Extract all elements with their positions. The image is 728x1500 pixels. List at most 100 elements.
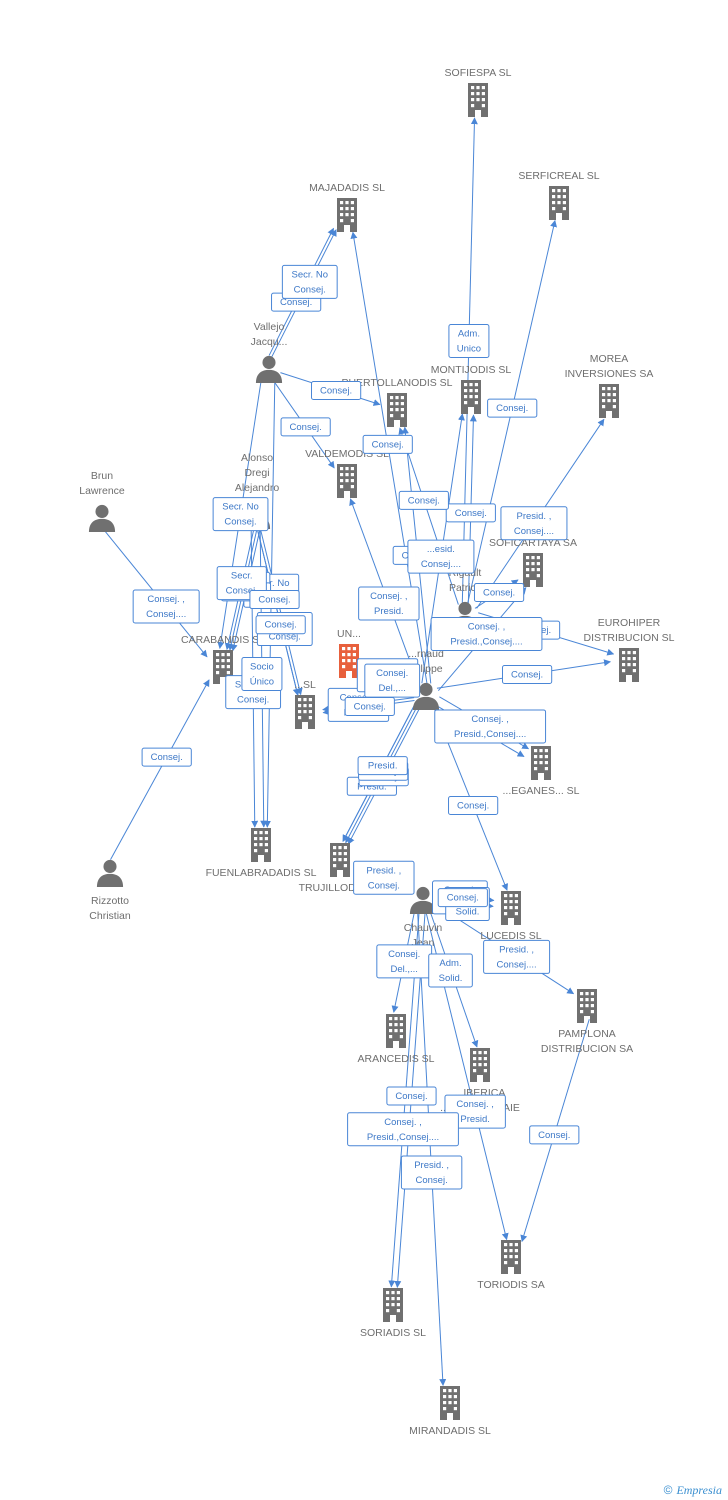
node-toriodis[interactable]: TORIODIS SA (477, 1240, 545, 1291)
edge-label[interactable]: Consej.Del.,... (364, 663, 421, 698)
edge-label[interactable]: Presid. ,Consej. (400, 1155, 463, 1190)
node-eurohiper[interactable]: EUROHIPER DISTRIBUCION SL (583, 617, 675, 682)
edge-rigault-puertollanodis (398, 427, 459, 605)
edge-label[interactable]: Consej. (386, 1086, 437, 1106)
building-icon (461, 380, 481, 414)
brand-logo[interactable]: Empresia (676, 1483, 722, 1497)
building-icon (330, 843, 350, 877)
edge-label-box (353, 860, 415, 895)
edge-label[interactable]: Consej.Del.,... (376, 944, 433, 979)
edge-label[interactable]: Presid. (357, 756, 408, 776)
node-vallejo[interactable]: VallejoJacqu... (251, 321, 288, 383)
node-soficartaya[interactable]: SOFICARTAYA SA (489, 537, 577, 587)
node-soriadis[interactable]: SORIADIS SL (360, 1288, 426, 1339)
edge-label-text: Consej. (496, 403, 528, 414)
node-leganesdis[interactable]: ...EGANES... SL (502, 746, 580, 797)
building-icon (295, 695, 315, 729)
edge-label-text: Consej. , (370, 591, 408, 602)
edge-label-text: Solid. (456, 907, 480, 918)
edge-label[interactable]: Consej. (445, 503, 496, 523)
node-carabandis[interactable]: CARABANDIS SL (181, 634, 265, 684)
edge-label[interactable]: Consej. (487, 398, 538, 418)
node-label: EUROHIPER (598, 617, 661, 629)
edge-label[interactable]: Consej. (362, 434, 413, 454)
node-label: ...EGANES... SL (502, 785, 579, 797)
edge-label[interactable]: Consej. (437, 888, 488, 908)
edge-label[interactable]: Consej. ,Presid.,Consej.... (430, 617, 543, 652)
node-label: TORIODIS SA (477, 1279, 545, 1291)
edge-label[interactable]: Presid. ,Consej.... (500, 506, 568, 541)
edge-label-box (501, 664, 553, 684)
node-serficreal[interactable]: SERFICREAL SL (518, 170, 600, 220)
node-majadadis[interactable]: MAJADADIS SL (309, 182, 385, 232)
edge-label-text: Consej. (447, 893, 479, 904)
edge-label-text: Consej. (368, 880, 400, 891)
edge-label[interactable]: Consej. (398, 490, 449, 510)
edge-label-box (448, 795, 499, 815)
edge-label[interactable]: Consej. (473, 582, 525, 602)
edge-label[interactable]: Consej. (255, 615, 306, 635)
edge-label[interactable]: Consej. (141, 747, 192, 767)
node-mirandadis[interactable]: MIRANDADIS SL (409, 1386, 491, 1437)
node-label: Lawrence (79, 485, 125, 497)
edge-alonso-third (256, 527, 300, 696)
edge-label[interactable]: Consej. ,Presid. (358, 586, 420, 621)
edge-label[interactable]: Adm.Solid. (428, 953, 473, 988)
edge-label-box (434, 709, 547, 744)
edge-label[interactable]: Consej. ,Presid. (444, 1094, 506, 1129)
edge-label[interactable]: Consej. (280, 417, 331, 437)
node-lucedis[interactable]: LUCEDIS SL (480, 891, 542, 942)
node-label: ARANCEDIS SL (357, 1053, 434, 1065)
node-focus[interactable]: UN... (337, 628, 361, 678)
building-icon (468, 83, 488, 117)
node-arancedis[interactable]: ARANCEDIS SL (357, 1014, 435, 1065)
edge-label-box (529, 1125, 580, 1145)
edge-label-box (386, 1086, 437, 1106)
edge-label[interactable]: Adm.Unico (448, 324, 490, 359)
node-label: DISTRIBUCION SL (583, 632, 674, 644)
node-sofiespa[interactable]: SOFIESPA SL (445, 67, 512, 117)
person-icon (88, 504, 116, 532)
node-valdemodis[interactable]: VALDEMODIS SL (305, 448, 389, 498)
node-fuenlabradadis[interactable]: FUENLABRADADIS SL (206, 828, 317, 879)
node-label: Dregi (244, 467, 269, 479)
edge-label[interactable]: Consej. ,Presid.,Consej.... (347, 1112, 459, 1147)
edge-label[interactable]: Consej. (249, 590, 300, 610)
edge-label-text: Adm. (439, 958, 461, 969)
edge-label-text: Consej. (511, 669, 543, 680)
edge-label-text: Consej. (457, 800, 489, 811)
edge-label[interactable]: Presid. ,Consej. (353, 860, 415, 895)
edge-label[interactable]: Consej. ,Presid.,Consej.... (434, 709, 547, 744)
edge-label-text: Consej. (538, 1130, 570, 1141)
node-montijodis[interactable]: MONTIJODIS SL (431, 364, 512, 414)
edge-label-text: Presid. , (499, 944, 534, 955)
edge-label[interactable]: Consej. (529, 1125, 580, 1145)
node-third[interactable]: ...SL (294, 679, 316, 729)
node-label: MIRANDADIS SL (409, 1425, 491, 1437)
edge-label[interactable]: Consej. (501, 664, 553, 684)
edge-label[interactable]: Presid. ,Consej.... (483, 939, 551, 974)
edge-label-text: Único (250, 676, 274, 687)
edge-label[interactable]: Consej. (448, 795, 499, 815)
building-icon (440, 1386, 460, 1420)
edge-label-text: Consej. (455, 508, 487, 519)
edge-label[interactable]: Consej. (344, 696, 395, 716)
edge-label-text: Consej. (388, 949, 420, 960)
edge-chauvin-mirandadis (417, 912, 447, 1387)
edge-label[interactable]: Consej. ,Consej.... (132, 589, 200, 624)
node-label: Christian (89, 910, 131, 922)
edge-label[interactable]: Consej. (311, 380, 362, 400)
edge-label-text: Consej. (395, 1091, 427, 1102)
edge-label-text: Presid. , (517, 511, 552, 522)
node-puertollanodis[interactable]: PUERTOLLANODIS SL (341, 377, 453, 427)
edge-label-text: Socio (250, 661, 274, 672)
edge-label[interactable]: ...esid.Consej.... (407, 539, 475, 574)
